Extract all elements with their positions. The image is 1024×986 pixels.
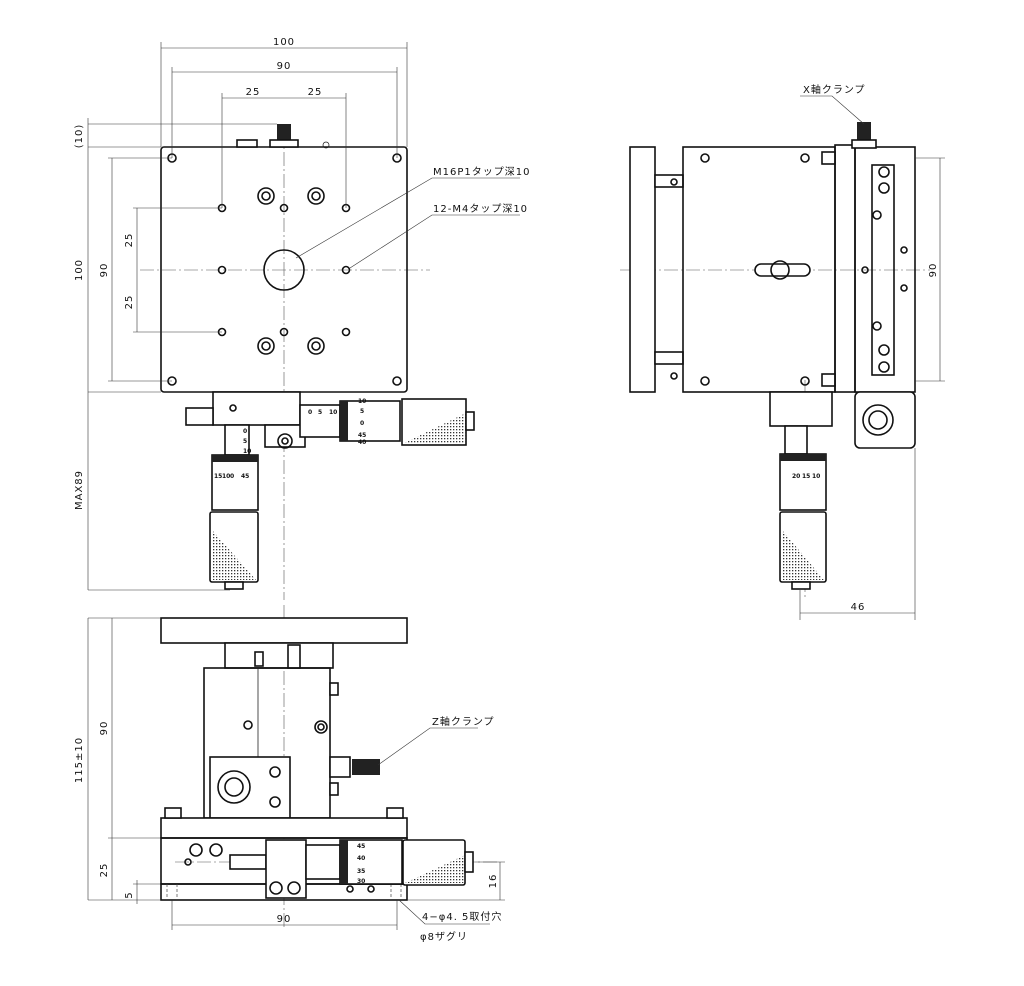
dim-micrometer-16: 16	[488, 874, 499, 889]
svg-text:15: 15	[802, 473, 810, 480]
svg-text:45: 45	[358, 432, 366, 439]
base-plate	[629, 146, 656, 393]
note-counterbore: φ8ザグリ	[420, 930, 468, 943]
note-mount-holes: 4−φ4. 5取付穴	[422, 910, 502, 923]
dim-width-100: 100	[273, 37, 295, 48]
carriage-block	[212, 391, 301, 426]
center-tap-hole	[263, 249, 305, 291]
svg-text:20: 20	[792, 473, 800, 480]
svg-text:0: 0	[230, 473, 234, 480]
z-clamp-knob-icon	[352, 759, 380, 775]
top-view: 100 90 25 25 (10) 100 MAX89 90 25 25 M16…	[74, 37, 530, 600]
dim-front-width-90: 90	[277, 914, 292, 925]
dim-max-89: MAX89	[74, 470, 85, 510]
z-clamp-bracket	[854, 391, 916, 449]
svg-text:10: 10	[329, 409, 337, 416]
clamp-knob-icon	[277, 124, 291, 141]
dim-pitch-25-right: 25	[308, 87, 323, 98]
base-top	[160, 817, 408, 839]
svg-text:30: 30	[357, 878, 365, 885]
svg-text:0: 0	[308, 409, 312, 416]
dim-height-100: 100	[74, 259, 85, 281]
slot-lock	[754, 263, 811, 277]
x-micrometer[interactable]: 0 5 10 10 5 0 45 40	[299, 398, 475, 446]
side-view: 20 15 10 X軸クランプ 90 46	[620, 83, 945, 620]
dim-pitch-25-upper: 25	[124, 233, 135, 248]
x-clamp-knob-icon	[857, 122, 871, 140]
cap-screws	[257, 187, 325, 355]
front-micrometer[interactable]: 45 40 35 30	[305, 839, 474, 886]
note-center-tap: M16P1タップ深10	[433, 166, 530, 178]
svg-text:5: 5	[243, 438, 247, 445]
dim-width-90: 90	[277, 61, 292, 72]
svg-text:15: 15	[214, 473, 222, 480]
dim-side-90: 90	[928, 263, 939, 278]
svg-text:45: 45	[357, 843, 365, 850]
svg-text:5: 5	[360, 408, 364, 415]
side-screws	[861, 166, 908, 373]
svg-text:35: 35	[357, 868, 365, 875]
dim-base-5: 5	[124, 891, 135, 898]
dim-pitch-25-lower: 25	[124, 295, 135, 310]
svg-text:40: 40	[357, 855, 365, 862]
svg-text:10: 10	[243, 448, 251, 455]
corner-mount-holes	[167, 153, 402, 386]
dim-height-90: 90	[99, 263, 110, 278]
note-x-clamp: X軸クランプ	[803, 83, 866, 96]
body-screws	[670, 153, 810, 386]
side-micrometer[interactable]: 20 15 10	[779, 425, 827, 590]
svg-text:5: 5	[318, 409, 322, 416]
svg-text:40: 40	[358, 439, 366, 446]
dim-pitch-25-left: 25	[246, 87, 261, 98]
svg-text:0: 0	[360, 420, 364, 427]
dim-front-90: 90	[99, 721, 110, 736]
svg-text:10: 10	[222, 473, 230, 480]
svg-text:10: 10	[812, 473, 820, 480]
front-view: Z軸クランプ 45 40 35 30 115±10 90 25 5 16 90 …	[74, 605, 505, 943]
dim-offset-10: (10)	[74, 124, 85, 149]
dim-total-height: 115±10	[74, 737, 85, 783]
svg-text:0: 0	[243, 428, 247, 435]
dim-base-25: 25	[99, 863, 110, 878]
svg-text:10: 10	[358, 398, 366, 405]
top-plate-front	[160, 617, 408, 644]
note-m4-tap: 12-M4タップ深10	[433, 203, 528, 215]
dim-side-46: 46	[851, 602, 866, 613]
svg-text:45: 45	[241, 473, 249, 480]
note-z-clamp: Z軸クランプ	[432, 715, 495, 728]
y-micrometer[interactable]: 0 5 10 15 10 0 45	[209, 424, 259, 590]
